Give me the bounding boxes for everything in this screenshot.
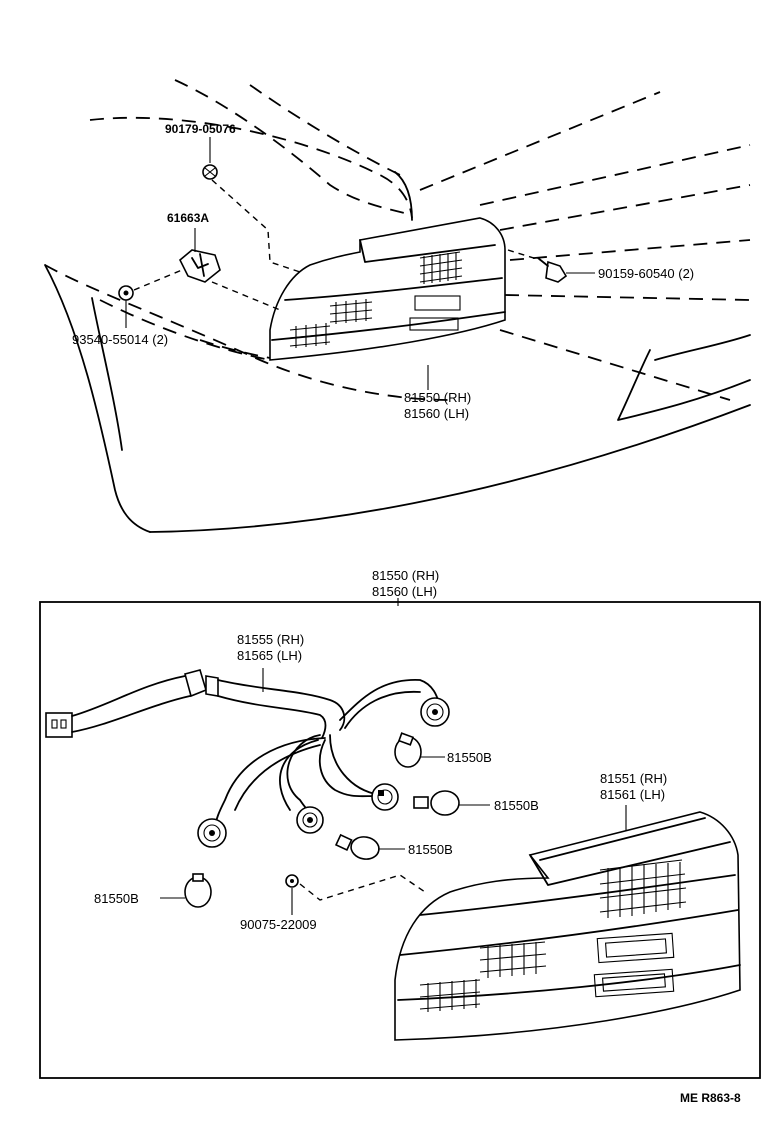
label-bulb-3: 81550B [408,842,453,857]
clip-61663A [179,228,281,311]
label-lens-lh: 81561 (LH) [600,787,665,802]
screw-90179 [202,137,301,273]
label-clip: 61663A [167,211,209,225]
nut-93540 [118,269,183,328]
socket-left [197,818,227,848]
wiring-harness [45,669,441,831]
exploded-view-frame [39,601,761,1079]
label-bulb-1: 81550B [447,750,492,765]
label-screw: 90179-05076 [165,122,236,136]
label-lamp-rh: 81550 (RH) [404,390,471,405]
label-gasket: 90075-22009 [240,917,317,932]
socket-middle [371,783,399,811]
label-assy-lh: 81560 (LH) [372,584,437,599]
bulb-4 [160,873,212,908]
bulb-2 [413,790,490,816]
diagram-code: ME R863-8 [680,1091,741,1105]
vehicle-body-outline [44,79,751,533]
lens-unit [394,805,741,1041]
gasket-90075 [285,874,426,915]
label-nut: 93540-55014 (2) [72,332,168,347]
label-lens-rh: 81551 (RH) [600,771,667,786]
tail-lamp-installed [269,217,506,361]
label-bulb-2: 81550B [494,798,539,813]
label-socket-lh: 81565 (LH) [237,648,302,663]
label-assy-rh: 81550 (RH) [372,568,439,583]
bulb-3 [334,833,405,860]
socket-lower [296,806,324,834]
label-lamp-lh: 81560 (LH) [404,406,469,421]
bulb-1 [394,732,445,768]
label-socket-rh: 81555 (RH) [237,632,304,647]
label-bolt: 90159-60540 (2) [598,266,694,281]
socket-top-right [420,697,450,727]
label-bulb-4: 81550B [94,891,139,906]
bolt-90159 [507,249,595,283]
